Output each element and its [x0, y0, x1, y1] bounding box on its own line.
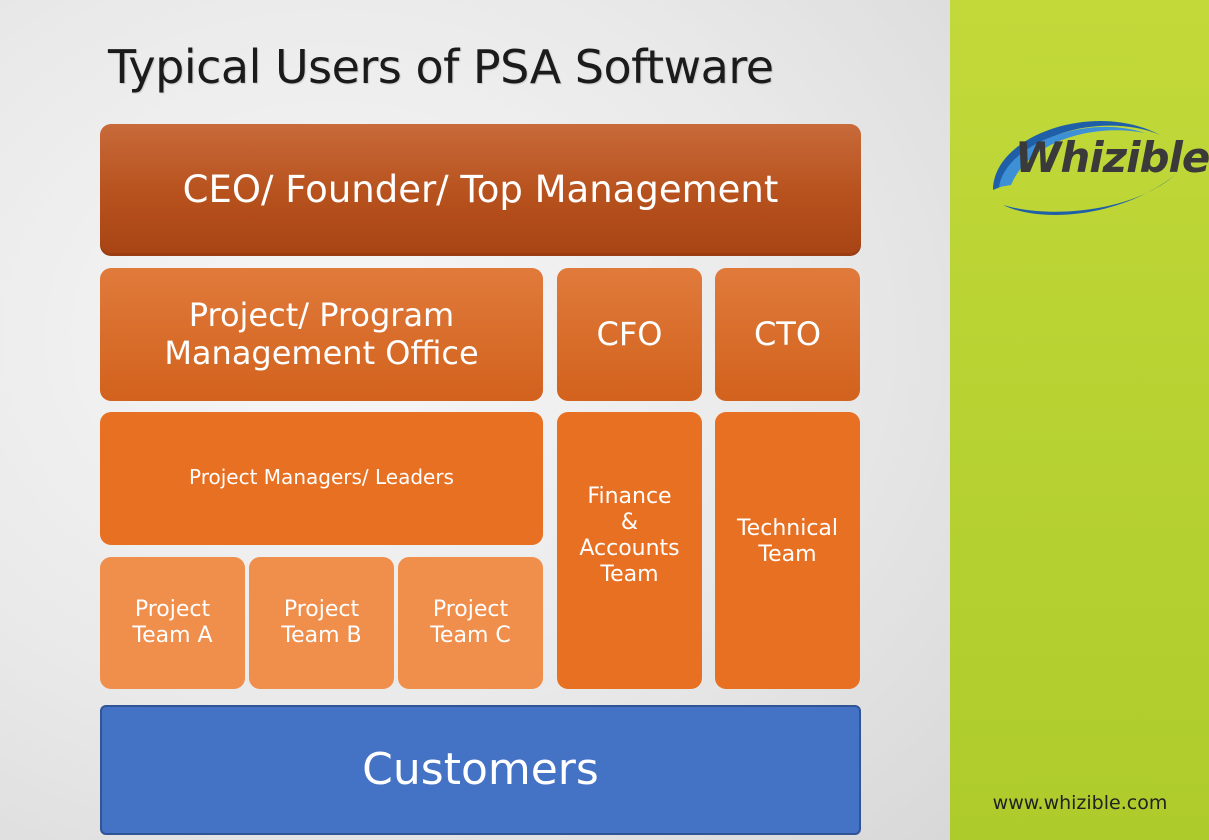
pmo-box: Project/ Program Management Office: [100, 268, 543, 401]
pmo-label-line2: Management Office: [164, 333, 479, 372]
cto-box: CTO: [715, 268, 860, 401]
technical-team-box: Technical Team: [715, 412, 860, 689]
top-management-box: CEO/ Founder/ Top Management: [100, 124, 861, 256]
team-a-label-line1: Project: [134, 597, 211, 623]
finance-label-line4: Team: [600, 561, 659, 587]
cto-label: CTO: [753, 314, 822, 353]
team-c-label-line2: Team C: [430, 623, 511, 648]
finance-label-line2: &: [620, 509, 639, 535]
project-team-a-box: Project Team A: [100, 557, 245, 689]
cfo-label: CFO: [596, 314, 663, 353]
project-team-b-box: Project Team B: [249, 557, 394, 689]
pmo-label-line1: Project/ Program: [188, 295, 455, 334]
website-url: www.whizible.com: [992, 792, 1168, 814]
team-b-label-line2: Team B: [281, 623, 362, 648]
technical-label-line1: Technical: [736, 516, 839, 541]
team-c-label-line1: Project: [432, 597, 509, 623]
finance-team-box: Finance & Accounts Team: [557, 412, 702, 689]
project-team-c-box: Project Team C: [398, 557, 543, 689]
logo-swoosh-icon: [993, 120, 1175, 215]
customers-label: Customers: [362, 744, 599, 796]
customers-box: Customers: [100, 705, 861, 835]
project-managers-label: Project Managers/ Leaders: [189, 465, 454, 489]
whizible-logo: Whizible: [975, 95, 1209, 245]
slide-title: Typical Users of PSA Software: [108, 40, 774, 94]
team-a-label-line2: Team A: [132, 623, 213, 648]
top-management-label: CEO/ Founder/ Top Management: [182, 168, 779, 212]
finance-label-line1: Finance: [587, 484, 672, 509]
logo-text: Whizible: [1015, 133, 1209, 182]
technical-label-line2: Team: [758, 541, 817, 567]
project-managers-box: Project Managers/ Leaders: [100, 412, 543, 545]
team-b-label-line1: Project: [283, 597, 360, 623]
cfo-box: CFO: [557, 268, 702, 401]
finance-label-line3: Accounts: [579, 535, 680, 561]
brand-sidebar: [950, 0, 1209, 840]
